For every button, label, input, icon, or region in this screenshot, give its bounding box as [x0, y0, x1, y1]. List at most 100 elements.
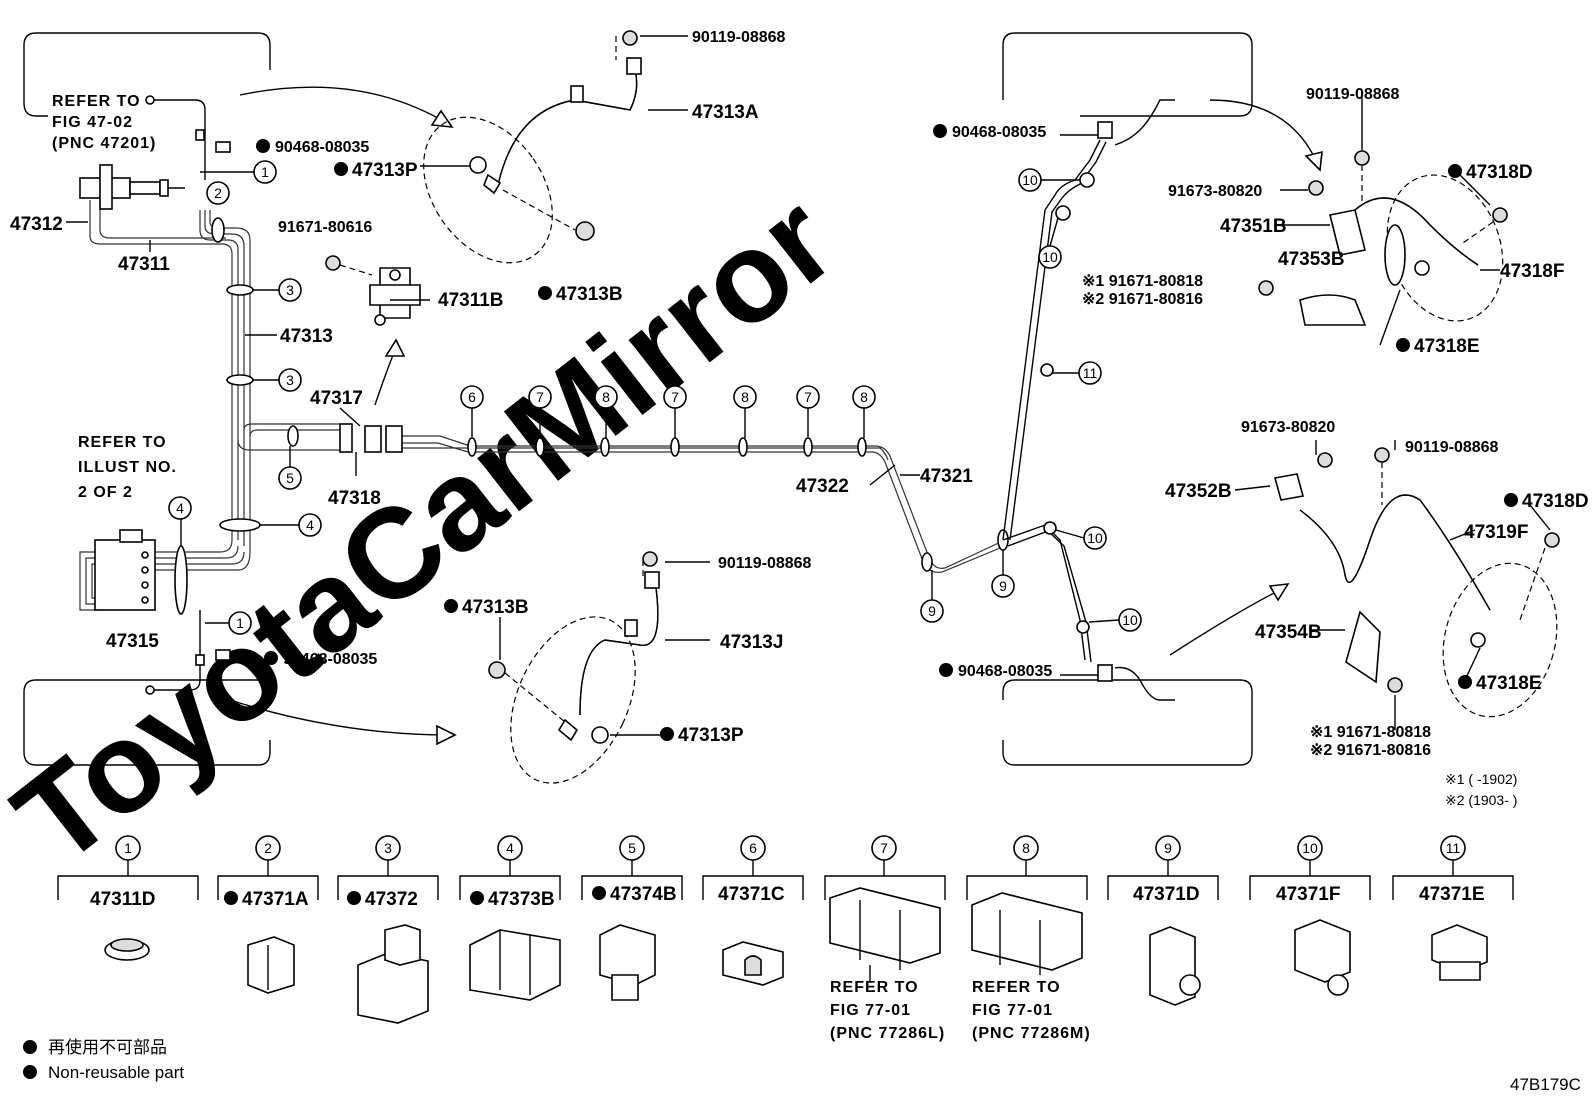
- svg-text:※2 (1903- ): ※2 (1903- ): [1445, 792, 1517, 808]
- svg-text:47313B: 47313B: [462, 597, 529, 618]
- svg-text:10: 10: [1042, 249, 1058, 265]
- svg-text:11: 11: [1446, 840, 1461, 856]
- svg-text:47372: 47372: [365, 889, 418, 910]
- clip-drawing-47374B: [599, 924, 656, 1001]
- svg-text:9: 9: [1164, 840, 1172, 856]
- svg-text:47318F: 47318F: [1500, 261, 1564, 282]
- svg-text:47318: 47318: [328, 488, 381, 509]
- svg-text:47318E: 47318E: [1414, 336, 1480, 357]
- svg-text:8: 8: [860, 389, 868, 405]
- svg-text:FIG 47-02: FIG 47-02: [52, 114, 133, 131]
- clip-table: 1 2 3 4 5 6 7 8 9 10 11 47311D 47371A 47…: [57, 835, 1514, 1042]
- svg-text:5: 5: [286, 470, 294, 486]
- svg-text:47322: 47322: [796, 476, 849, 497]
- svg-text:90468-08035: 90468-08035: [952, 124, 1046, 141]
- master-cylinder-connector: [79, 164, 185, 210]
- svg-text:※1 91671-80818: ※1 91671-80818: [1310, 724, 1431, 741]
- legend: 再使用不可部品 Non-reusable part: [23, 1037, 184, 1082]
- svg-text:90119-08868: 90119-08868: [718, 555, 812, 572]
- svg-text:4: 4: [306, 517, 314, 533]
- svg-text:9: 9: [999, 578, 1007, 594]
- hose-47318F: [1354, 197, 1479, 266]
- svg-text:47311D: 47311D: [90, 889, 156, 910]
- svg-text:4: 4: [506, 840, 514, 856]
- svg-text:90119-08868: 90119-08868: [1306, 86, 1400, 103]
- svg-text:再使用不可部品: 再使用不可部品: [48, 1037, 167, 1057]
- svg-text:47352B: 47352B: [1165, 481, 1232, 502]
- svg-text:47353B: 47353B: [1278, 249, 1345, 270]
- figure-code: 47B179C: [1510, 1075, 1581, 1094]
- svg-text:47321: 47321: [920, 466, 973, 487]
- svg-text:47371C: 47371C: [718, 884, 785, 905]
- svg-text:FIG 77-01: FIG 77-01: [830, 1002, 911, 1019]
- svg-text:1: 1: [261, 164, 269, 180]
- arrow-to-rear-right-lower: [1169, 589, 1281, 656]
- clip-drawing-47371E: [1431, 924, 1488, 981]
- arrow-head: [430, 109, 454, 128]
- svg-text:47313P: 47313P: [678, 725, 744, 746]
- hose-47313J: [579, 579, 659, 716]
- svg-text:91671-80616: 91671-80616: [278, 219, 372, 236]
- ref-box-bottom-left: [23, 679, 271, 766]
- arrow-head: [384, 338, 406, 357]
- arrow-to-clamp: [374, 349, 396, 406]
- clip-drawing-47371A: [247, 936, 295, 994]
- svg-text:47371A: 47371A: [242, 889, 309, 910]
- svg-text:REFER TO: REFER TO: [830, 979, 919, 996]
- svg-text:7: 7: [536, 389, 544, 405]
- arrow-head: [1268, 583, 1290, 602]
- clip-drawing-47373B: [469, 929, 561, 1001]
- svg-text:90119-08868: 90119-08868: [1405, 439, 1499, 456]
- svg-text:5: 5: [628, 840, 636, 856]
- bolt-91671-80616: [325, 255, 373, 276]
- svg-text:1: 1: [124, 840, 132, 856]
- hose-47313A: [497, 69, 638, 186]
- clamp-47311B: [369, 267, 421, 326]
- svg-text:47371F: 47371F: [1276, 884, 1340, 905]
- svg-text:47318D: 47318D: [1466, 162, 1533, 183]
- svg-text:3: 3: [384, 840, 392, 856]
- svg-text:FIG 77-01: FIG 77-01: [972, 1002, 1053, 1019]
- svg-text:2 OF 2: 2 OF 2: [78, 484, 133, 501]
- svg-text:3: 3: [286, 372, 294, 388]
- svg-text:Non-reusable part: Non-reusable part: [48, 1063, 184, 1082]
- svg-text:(PNC 77286M): (PNC 77286M): [972, 1025, 1091, 1042]
- svg-text:47371E: 47371E: [1419, 884, 1485, 905]
- svg-text:9: 9: [928, 603, 936, 619]
- tube-bottom-left: [150, 610, 201, 691]
- svg-text:47313P: 47313P: [352, 160, 418, 181]
- ref-box-top-right: [1002, 32, 1253, 117]
- svg-text:90468-08035: 90468-08035: [283, 651, 377, 668]
- svg-text:10: 10: [1302, 840, 1318, 856]
- detail-ellipse-rear-left: [510, 616, 636, 784]
- svg-text:10: 10: [1022, 172, 1038, 188]
- svg-text:47354B: 47354B: [1255, 622, 1322, 643]
- part-labels: REFER TO FIG 47-02 (PNC 47201) 90119-088…: [10, 29, 1589, 808]
- svg-text:6: 6: [749, 840, 757, 856]
- svg-text:7: 7: [671, 389, 679, 405]
- tube-to-rear-right-lower: [1002, 524, 1086, 661]
- svg-text:REFER TO: REFER TO: [78, 434, 167, 451]
- svg-text:6: 6: [468, 389, 476, 405]
- clip-drawing-77286L: [829, 887, 941, 982]
- svg-text:47311: 47311: [118, 254, 170, 275]
- svg-text:47351B: 47351B: [1220, 216, 1287, 237]
- svg-text:47313J: 47313J: [720, 632, 783, 653]
- svg-text:47317: 47317: [310, 388, 363, 409]
- svg-text:47373B: 47373B: [488, 889, 555, 910]
- svg-text:※1 91671-80818: ※1 91671-80818: [1082, 273, 1203, 290]
- arrow-to-rear-left-hose: [229, 699, 451, 736]
- svg-text:4: 4: [176, 500, 184, 516]
- svg-text:※2 91671-80816: ※2 91671-80816: [1310, 742, 1431, 759]
- svg-text:REFER TO: REFER TO: [52, 93, 141, 110]
- svg-text:2: 2: [214, 185, 222, 201]
- junction-connector: [339, 423, 403, 453]
- arrow-to-rear-right-hose: [1209, 99, 1319, 166]
- svg-text:90468-08035: 90468-08035: [275, 139, 369, 156]
- svg-text:47371D: 47371D: [1133, 884, 1200, 905]
- clip-drawing-47372: [357, 924, 429, 1024]
- svg-text:11: 11: [1083, 365, 1098, 381]
- clip-drawing-47371F: [1294, 919, 1351, 996]
- main-tube-bundle: [79, 200, 1006, 611]
